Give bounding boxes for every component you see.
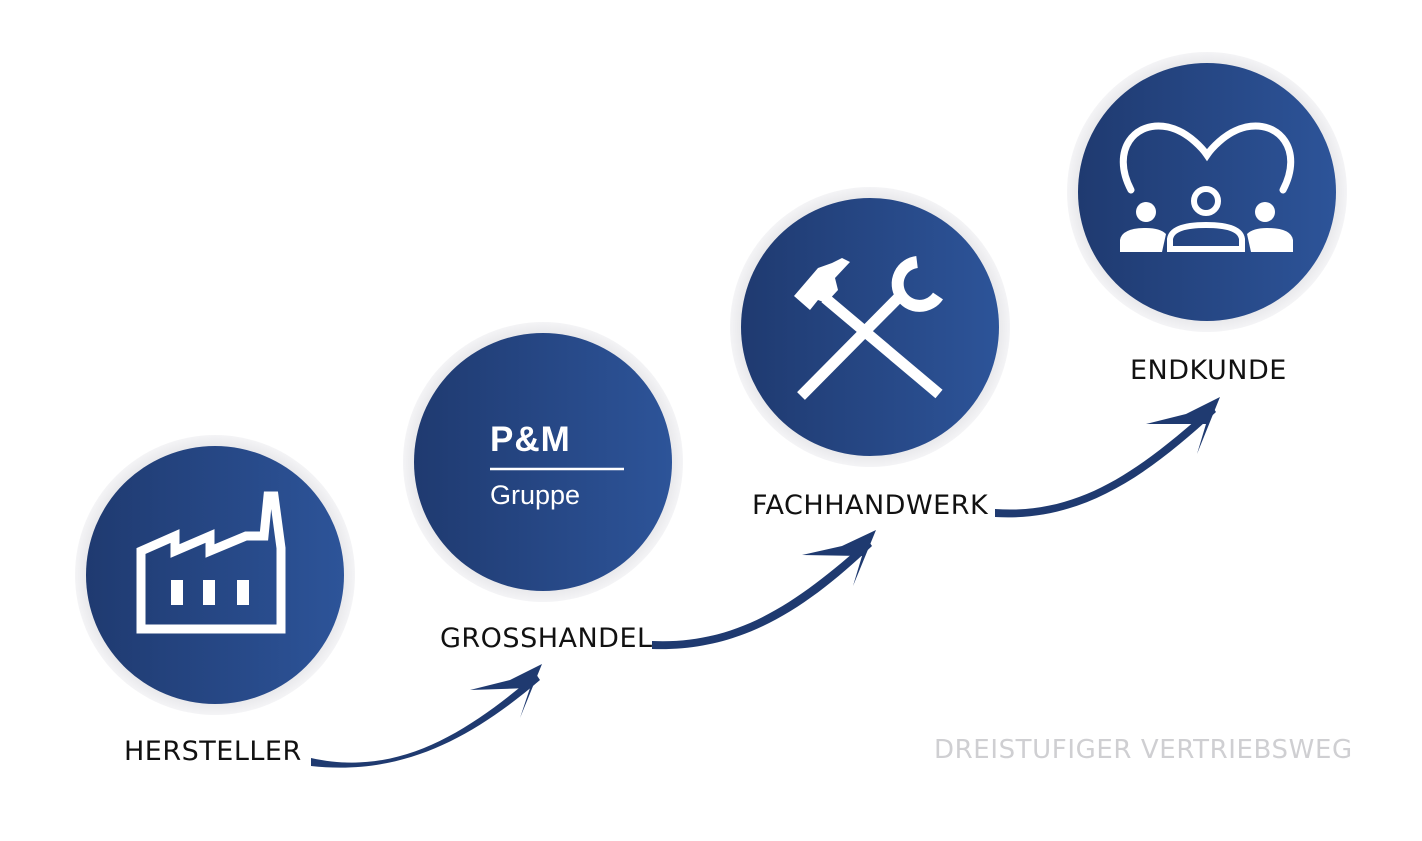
customers-heart-icon xyxy=(1119,122,1295,252)
pm-logo-main: P&M xyxy=(490,420,571,459)
circle-fill xyxy=(414,333,672,591)
step-grosshandel-label: GROSSHANDEL xyxy=(440,623,653,654)
factory-icon xyxy=(136,491,286,634)
step-fachhandwerk-label: FACHHANDWERK xyxy=(752,490,989,521)
arrow-1 xyxy=(311,664,542,768)
diagram-caption: DREISTUFIGER VERTRIEBSWEG xyxy=(934,735,1353,765)
wrench-head xyxy=(891,256,943,312)
step-fachhandwerk-node xyxy=(730,187,1010,467)
tools-icon xyxy=(794,256,943,400)
step-hersteller-label: HERSTELLER xyxy=(124,736,302,767)
step-endkunde-node xyxy=(1067,52,1347,332)
pm-logo-sub: Gruppe xyxy=(490,480,581,510)
step-endkunde-label: ENDKUNDE xyxy=(1130,355,1287,386)
step-grosshandel-node xyxy=(403,322,683,602)
step-hersteller-node xyxy=(75,435,355,715)
arrow-3 xyxy=(995,397,1220,518)
arrow-2 xyxy=(652,530,876,650)
circle-fill xyxy=(86,446,344,704)
flow-arrows xyxy=(311,397,1220,768)
factory-windows xyxy=(171,580,249,605)
hammer-head xyxy=(794,258,850,310)
